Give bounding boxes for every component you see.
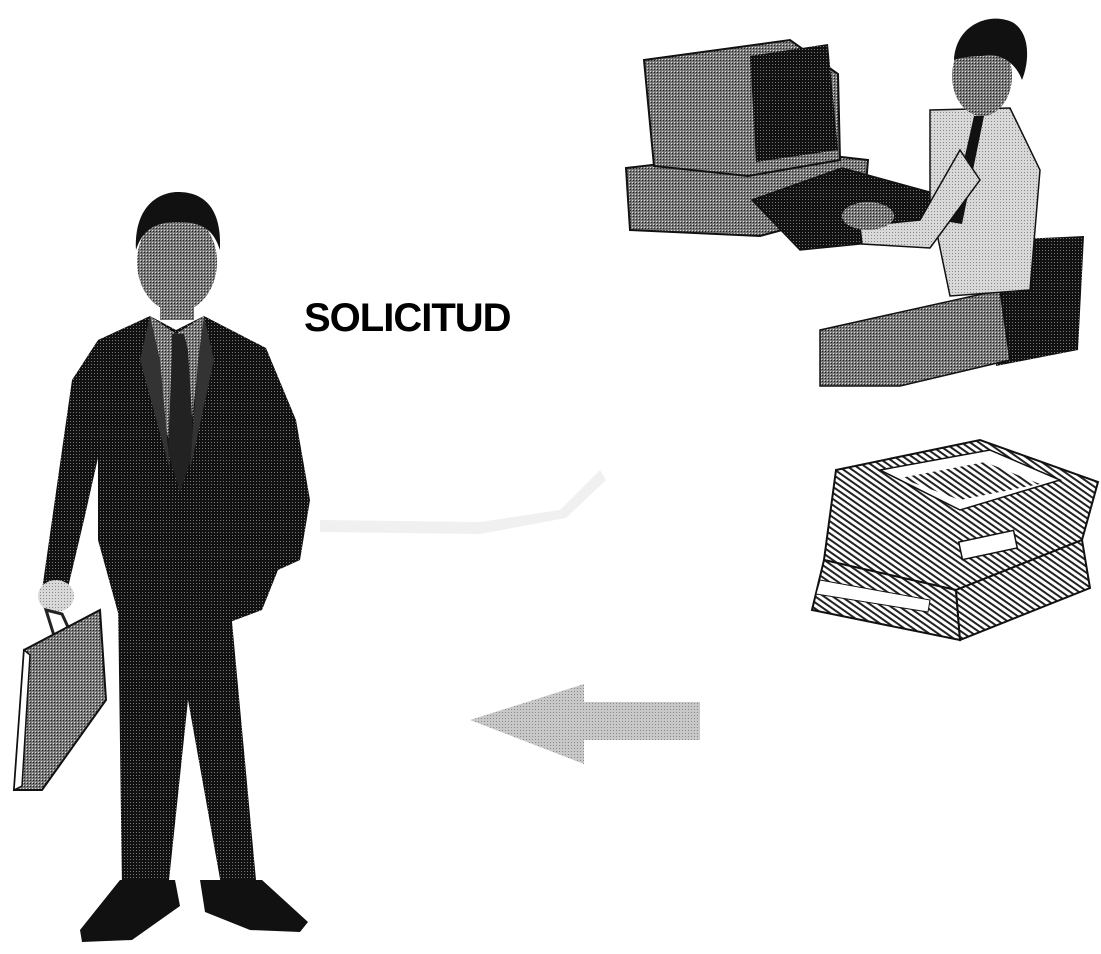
printer-icon [812,440,1098,640]
request-label: SOLICITUD [304,296,511,341]
businessman-icon [14,192,310,942]
left-arrow-icon [470,684,700,764]
faint-arrow-icon [320,470,606,534]
computer-operator-icon [626,19,1084,386]
